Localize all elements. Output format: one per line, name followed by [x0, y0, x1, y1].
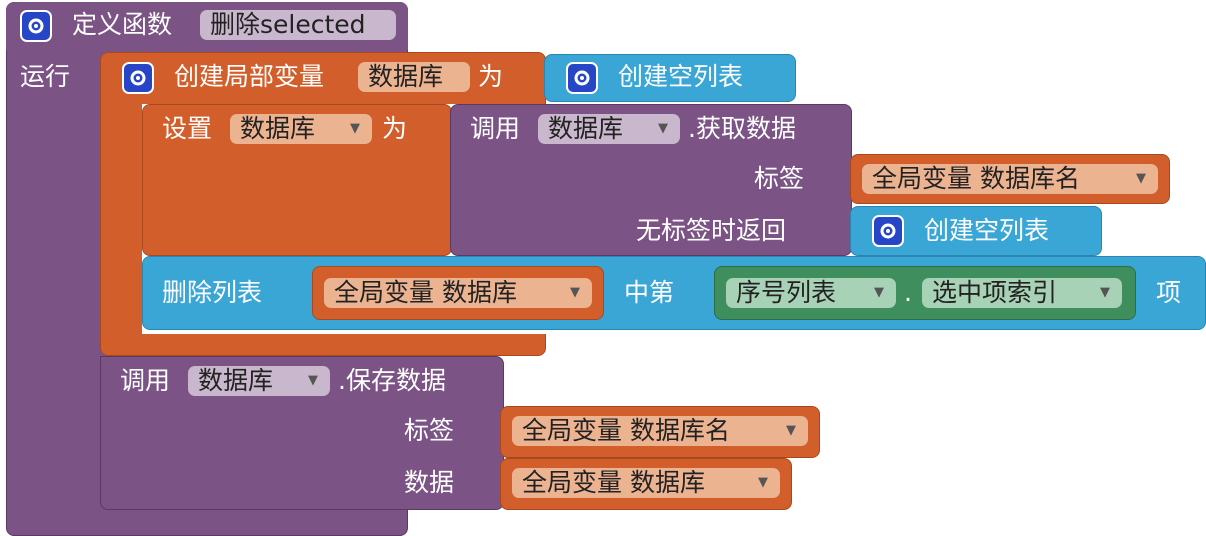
tag-global-value: 全局变量 数据库名 — [872, 164, 1080, 193]
dropdown-arrow-icon: ▼ — [758, 475, 768, 490]
empty-return-value: 创建空列表 — [924, 216, 1050, 245]
dropdown-arrow-icon: ▼ — [1136, 171, 1146, 186]
component-value: 数据库 — [548, 114, 624, 143]
define-label: 定义函数 — [72, 10, 173, 39]
save-value-method: .保存数据 — [338, 366, 446, 395]
empty-return-label: 无标签时返回 — [636, 216, 787, 245]
remove-label: 删除列表 — [162, 278, 263, 307]
set-variable-value: 数据库 — [240, 114, 316, 143]
item-label: 项 — [1156, 278, 1182, 307]
dropdown-arrow-icon: ▼ — [350, 121, 360, 136]
save-call-label: 调用 — [120, 366, 171, 395]
save-tag-dropdown[interactable]: 全局变量 数据库名 ▼ — [512, 416, 808, 446]
dot-label: . — [904, 278, 912, 307]
middle-label: 中第 — [624, 278, 675, 307]
tag-label: 标签 — [754, 164, 805, 193]
save-tag-label: 标签 — [404, 416, 455, 445]
index-property-dropdown[interactable]: 选中项索引 ▼ — [922, 278, 1122, 308]
as-label: 为 — [478, 62, 504, 91]
save-data-dropdown[interactable]: 全局变量 数据库 ▼ — [512, 468, 780, 498]
get-value-method: .获取数据 — [688, 114, 796, 143]
dropdown-arrow-icon: ▼ — [874, 285, 884, 300]
remove-list-value: 全局变量 数据库 — [334, 278, 517, 307]
call-label: 调用 — [470, 114, 521, 143]
save-tag-value: 全局变量 数据库名 — [522, 416, 730, 445]
save-data-value: 全局变量 数据库 — [522, 468, 705, 497]
dropdown-arrow-icon: ▼ — [308, 373, 318, 388]
to-label: 为 — [382, 114, 408, 143]
set-label: 设置 — [162, 114, 213, 143]
local-variable-label: 创建局部变量 — [174, 62, 325, 91]
gear-icon[interactable] — [566, 62, 598, 94]
run-label: 运行 — [20, 62, 71, 91]
save-data-label: 数据 — [404, 468, 455, 497]
index-component-value: 序号列表 — [736, 278, 837, 307]
tag-global-dropdown[interactable]: 全局变量 数据库名 ▼ — [862, 164, 1158, 194]
save-component-value: 数据库 — [198, 366, 274, 395]
gear-icon[interactable] — [872, 215, 904, 247]
component-dropdown[interactable]: 数据库 ▼ — [538, 114, 680, 144]
gear-icon[interactable] — [20, 10, 52, 42]
gear-icon[interactable] — [122, 62, 154, 94]
save-component-dropdown[interactable]: 数据库 ▼ — [188, 366, 330, 396]
local-variable-name-field[interactable]: 数据库 — [358, 62, 470, 92]
set-variable-dropdown[interactable]: 数据库 ▼ — [230, 114, 372, 144]
dropdown-arrow-icon: ▼ — [1100, 285, 1110, 300]
index-component-dropdown[interactable]: 序号列表 ▼ — [726, 278, 896, 308]
dropdown-arrow-icon: ▼ — [658, 121, 668, 136]
empty-list-label: 创建空列表 — [618, 62, 744, 91]
dropdown-arrow-icon: ▼ — [786, 423, 796, 438]
remove-list-dropdown[interactable]: 全局变量 数据库 ▼ — [324, 278, 592, 308]
procedure-name-field[interactable]: 删除selected — [200, 10, 396, 40]
index-property-value: 选中项索引 — [932, 278, 1058, 307]
dropdown-arrow-icon: ▼ — [570, 285, 580, 300]
